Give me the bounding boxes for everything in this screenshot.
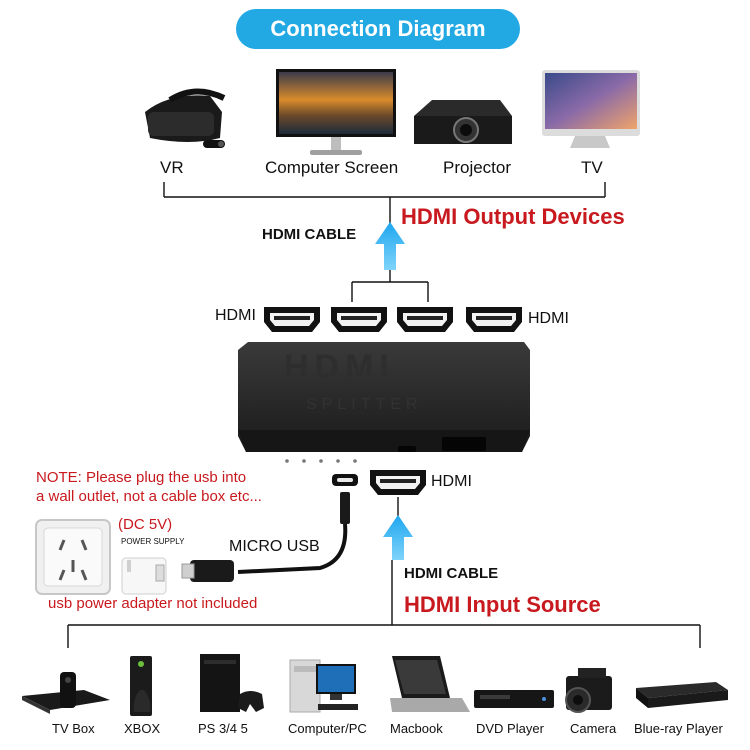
computer-screen-icon (276, 69, 396, 155)
device-label-vr: VR (160, 158, 184, 177)
source-label-xbox: XBOX (124, 721, 161, 736)
hdmi-port-icon (264, 307, 320, 332)
computer-pc-icon (289, 659, 358, 713)
power-note-line1: NOTE: Please plug the usb into (36, 469, 247, 486)
hdmi-port-label-right: HDMI (528, 310, 569, 327)
playstation-icon (200, 654, 264, 712)
power-voltage-label: (DC 5V) (118, 516, 173, 533)
power-supply-label: POWER SUPPLY (121, 537, 185, 546)
output-devices-heading: HDMI Output Devices (401, 204, 625, 229)
input-cable-label: HDMI CABLE (404, 565, 499, 582)
projector-icon (414, 100, 512, 144)
tv-box-icon (22, 672, 110, 714)
input-source-heading: HDMI Input Source (404, 592, 601, 617)
input-arrow-icon (383, 497, 413, 625)
micro-usb-cable (181, 492, 350, 582)
hdmi-port-icon (397, 307, 453, 332)
diagram-title: Connection Diagram (236, 9, 520, 49)
output-arrow-icon (351, 222, 429, 302)
macbook-icon (390, 656, 470, 712)
splitter-model-text: SPLITTER (306, 396, 423, 413)
source-label-ps: PS 3/4 5 (198, 721, 248, 736)
hdmi-port-label-left: HDMI (215, 307, 256, 324)
source-label-camera: Camera (570, 721, 617, 736)
blu-ray-player-icon (636, 682, 728, 708)
micro-usb-label: MICRO USB (229, 538, 320, 555)
source-label-macbook: Macbook (390, 721, 443, 736)
input-bracket (67, 624, 701, 648)
source-label-computer-pc: Computer/PC (288, 721, 367, 736)
device-label-computer-screen: Computer Screen (265, 158, 399, 177)
hdmi-input-port-label: HDMI (431, 473, 472, 490)
device-label-projector: Projector (443, 158, 512, 177)
hdmi-output-ports (264, 307, 522, 332)
adapter-not-included-note: usb power adapter not included (48, 595, 258, 612)
device-label-tv: TV (581, 158, 603, 177)
source-label-tv-box: TV Box (52, 721, 95, 736)
vr-headset-icon (145, 88, 226, 148)
hdmi-port-icon (466, 307, 522, 332)
source-label-dvd-player: DVD Player (476, 721, 544, 736)
splitter-device-icon (238, 342, 530, 463)
source-label-blu-ray-player: Blue-ray Player (634, 721, 723, 736)
power-note-line2: a wall outlet, not a cable box etc... (36, 488, 262, 505)
xbox-icon (130, 656, 152, 716)
tv-icon (542, 70, 640, 148)
hdmi-input-port-icon (370, 470, 426, 495)
dvd-player-icon (474, 690, 554, 708)
wall-socket-icon (35, 519, 111, 595)
output-cable-label: HDMI CABLE (262, 226, 357, 243)
micro-usb-port-icon (332, 474, 358, 486)
output-bracket (163, 182, 606, 225)
power-adapter-icon (121, 557, 167, 595)
hdmi-port-icon (331, 307, 387, 332)
camera-icon (565, 668, 612, 713)
splitter-brand-text: HDMI (284, 348, 395, 386)
